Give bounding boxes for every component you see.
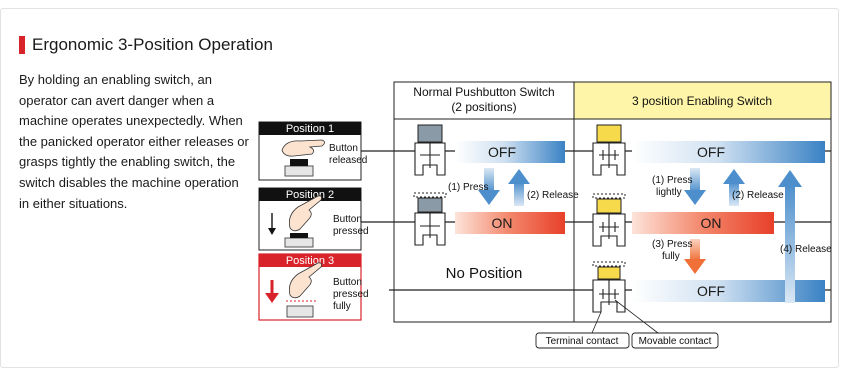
title-accent-bar <box>19 36 25 54</box>
position-1-label: Position 1 <box>286 123 334 135</box>
position-3-label: Position 3 <box>286 255 334 267</box>
arrow-down-icon <box>684 239 706 274</box>
section-description: By holding an enabling switch, an operat… <box>19 72 249 211</box>
switch-mechanism-icon <box>592 261 626 313</box>
switch-mechanism-icon <box>413 192 447 246</box>
section-title-text: Ergonomic 3-Position Operation <box>32 35 273 54</box>
switch-mechanism-icon <box>592 124 626 176</box>
position-2-caption-line1: Button <box>333 214 362 225</box>
position-3-card: Position 3 Button pressed fully <box>258 253 369 321</box>
terminal-contact-callout: Terminal contact <box>535 332 630 349</box>
arrow-up-icon <box>778 170 802 303</box>
normal-off-label: OFF <box>488 144 516 160</box>
arrow-down-icon <box>684 168 706 205</box>
enabling-press-fully-line2: fully <box>662 251 680 262</box>
position-3-caption-line1: Button <box>333 277 362 288</box>
normal-off-bar <box>455 141 565 163</box>
enabling-switch-header: 3 position Enabling Switch <box>632 94 772 108</box>
enabling-off-bar-1 <box>632 141 825 163</box>
position-3-caption-line2: pressed <box>333 289 369 300</box>
position-1-card: Position 1 Button released <box>258 121 367 181</box>
position-2-label: Position 2 <box>286 189 334 201</box>
normal-on-label: ON <box>492 215 513 231</box>
enabling-off-bar-2 <box>632 280 825 302</box>
position-3-caption-line3: fully <box>333 301 351 312</box>
hand-pointer-icon <box>288 195 322 232</box>
movable-contact-label: Movable contact <box>639 336 712 347</box>
enabling-off-label-1: OFF <box>697 144 725 160</box>
normal-on-bar <box>455 212 565 234</box>
hand-pointer-icon <box>288 262 322 299</box>
switch-mechanism-icon <box>592 193 626 247</box>
switch-mechanism-icon <box>414 124 446 176</box>
terminal-contact-label: Terminal contact <box>546 336 619 347</box>
movable-contact-callout: Movable contact <box>631 332 719 349</box>
normal-press-label: (1) Press <box>448 182 489 193</box>
normal-switch-header-line1: Normal Pushbutton Switch <box>413 85 554 99</box>
arrow-up-icon <box>723 169 745 206</box>
column-headers: Normal Pushbutton Switch (2 positions) 3… <box>393 81 832 120</box>
normal-release-label: (2) Release <box>527 190 579 201</box>
arrow-up-icon <box>508 169 530 206</box>
position-1-caption-line1: Button <box>329 143 358 154</box>
normal-switch-header-line2: (2 positions) <box>451 100 516 114</box>
enabling-press-lightly-line1: (1) Press <box>652 175 693 186</box>
enabling-press-fully-line1: (3) Press <box>652 239 693 250</box>
position-2-card: Position 2 Button pressed <box>258 187 369 251</box>
enabling-on-label: ON <box>701 215 722 231</box>
position-1-caption-line2: released <box>329 155 367 166</box>
enabling-on-bar <box>632 212 774 234</box>
hand-pointer-icon <box>281 139 325 157</box>
enabling-switch-column <box>573 118 832 323</box>
enabling-press-lightly-line2: lightly <box>656 187 682 198</box>
enabling-off-label-2: OFF <box>697 283 725 299</box>
enabling-release-label: (2) Release <box>732 190 784 201</box>
section-title: Ergonomic 3-Position Operation <box>19 35 273 55</box>
no-position-label: No Position <box>446 265 523 282</box>
arrow-down-icon <box>478 168 500 205</box>
position-2-caption-line2: pressed <box>333 226 369 237</box>
enabling-release-4-label: (4) Release <box>780 244 832 255</box>
